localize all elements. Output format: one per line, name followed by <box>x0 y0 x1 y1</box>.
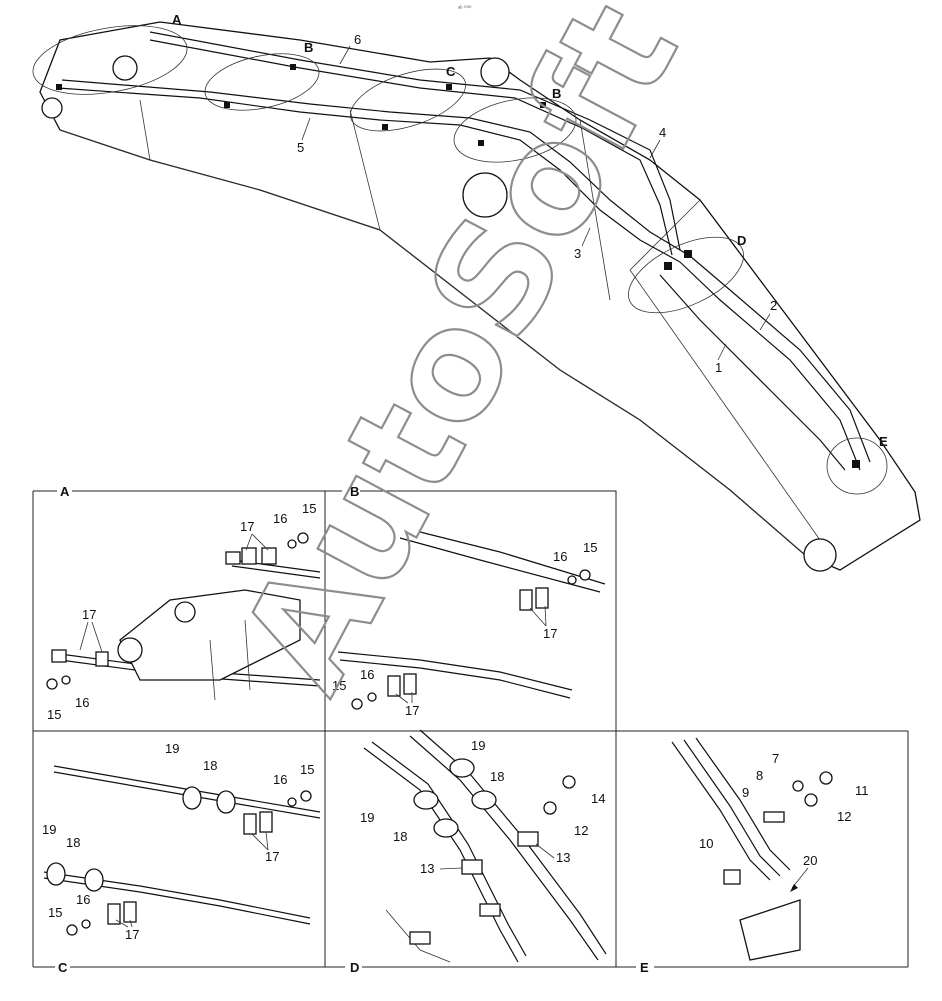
label-a-15-bottom: 15 <box>47 707 61 722</box>
label-b-17-top: 17 <box>543 626 557 641</box>
label-e-10: 10 <box>699 836 713 851</box>
panel-title-b: B <box>350 484 359 499</box>
panel-title-e: E <box>640 960 649 975</box>
label-a-16-top: 16 <box>273 511 287 526</box>
label-d-13-right: 13 <box>556 850 570 865</box>
callout-ellipse-c <box>349 68 467 132</box>
callout-ellipse-e <box>826 437 888 495</box>
top-mark: ᵃᵇ ⁰⁰⁰ <box>458 5 472 12</box>
callout-label-a: A <box>172 12 182 27</box>
label-c-15-bottom: 15 <box>48 905 62 920</box>
callout-label-b-top: B <box>304 40 313 55</box>
label-c-16-top: 16 <box>273 772 287 787</box>
boom-lug-pin <box>112 55 138 81</box>
label-a-17-bottom: 17 <box>82 607 96 622</box>
boom-pin-boss <box>462 172 508 218</box>
label-a-16-bottom: 16 <box>75 695 89 710</box>
part-label-3: 3 <box>574 246 581 261</box>
callout-ellipse-d <box>627 236 745 314</box>
label-d-18-top: 18 <box>490 769 504 784</box>
label-c-18-top: 18 <box>203 758 217 773</box>
label-d-19-top: 19 <box>471 738 485 753</box>
label-b-17-bottom: 17 <box>405 703 419 718</box>
label-b-15-bottom: 15 <box>332 678 346 693</box>
label-d-14: 14 <box>591 791 605 806</box>
label-c-15-top: 15 <box>300 762 314 777</box>
label-d-12: 12 <box>574 823 588 838</box>
label-e-7: 7 <box>772 751 779 766</box>
label-b-16-top: 16 <box>553 549 567 564</box>
panel-title-c: C <box>58 960 68 975</box>
detail-frames <box>32 490 909 968</box>
boom-front-pin <box>41 97 63 119</box>
label-d-18-bottom: 18 <box>393 829 407 844</box>
label-c-19-bottom: 19 <box>42 822 56 837</box>
label-c-16-bottom: 16 <box>76 892 90 907</box>
callout-label-d: D <box>737 233 746 248</box>
boom-foot-pin <box>803 538 837 572</box>
callout-label-e: E <box>879 434 888 449</box>
detail-panel-c: C 19 18 16 15 17 19 18 15 16 17 <box>42 741 321 975</box>
callout-ellipse-b2 <box>453 97 577 163</box>
label-e-20: 20 <box>803 853 817 868</box>
label-e-8: 8 <box>756 768 763 783</box>
boom-top-pin <box>480 57 510 87</box>
detail-panel-e: E 7 8 11 9 12 10 20 <box>640 737 869 975</box>
label-c-17-bottom: 17 <box>125 927 139 942</box>
part-label-2: 2 <box>770 298 777 313</box>
label-b-15-top: 15 <box>583 540 597 555</box>
label-d-19-bottom: 19 <box>360 810 374 825</box>
detail-panel-a: A 15 16 17 17 16 15 <box>46 484 321 722</box>
panel-title-d: D <box>350 960 359 975</box>
label-e-9: 9 <box>742 785 749 800</box>
callout-ellipse-a <box>32 25 188 95</box>
boom-illustration: A B C B D E 6 5 4 3 2 1 ᵃᵇ ⁰⁰⁰ <box>32 5 921 572</box>
label-c-19-top: 19 <box>165 741 179 756</box>
callout-label-b-mid: B <box>552 86 561 101</box>
label-a-15-top: 15 <box>302 501 316 516</box>
part-label-6: 6 <box>354 32 361 47</box>
part-label-1: 1 <box>715 360 722 375</box>
panel-title-a: A <box>60 484 70 499</box>
detail-panel-d: D 19 18 14 19 18 12 13 13 <box>350 729 607 975</box>
detail-panel-b: B 16 15 17 15 16 17 <box>332 484 606 718</box>
callout-label-c: C <box>446 64 456 79</box>
part-label-5: 5 <box>297 140 304 155</box>
label-c-17-top: 17 <box>265 849 279 864</box>
part-label-4: 4 <box>659 125 666 140</box>
label-e-11: 11 <box>855 783 869 798</box>
callout-ellipse-b1 <box>204 53 320 111</box>
label-e-12: 12 <box>837 809 851 824</box>
label-c-18-bottom: 18 <box>66 835 80 850</box>
label-b-16-bottom: 16 <box>360 667 374 682</box>
label-a-17-top: 17 <box>240 519 254 534</box>
label-d-13-left: 13 <box>420 861 434 876</box>
